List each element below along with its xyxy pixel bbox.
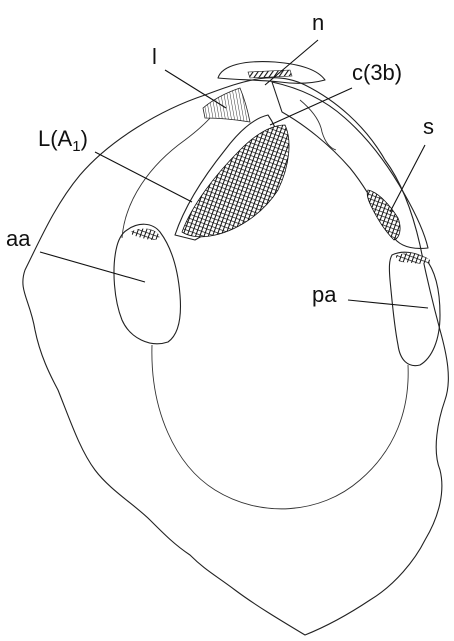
leader-n <box>265 40 318 85</box>
label-pa: pa <box>312 282 337 307</box>
label-n: n <box>312 10 324 35</box>
inner-loop <box>152 345 408 509</box>
posterior-adductor-scar <box>389 252 440 365</box>
notch-hatch <box>248 70 292 78</box>
slit-s <box>367 190 400 240</box>
label-s: s <box>423 114 434 139</box>
label-la1: L(A1) <box>38 126 88 155</box>
leader-c3b <box>270 88 352 125</box>
leader-l <box>165 70 226 108</box>
label-l: l <box>152 44 157 69</box>
label-aa: aa <box>6 226 31 251</box>
label-la1-close: ) <box>81 126 88 151</box>
wavy-process <box>300 100 336 150</box>
pa-shade <box>395 253 432 264</box>
right-arm <box>272 82 428 248</box>
anterior-adductor-scar <box>114 224 181 344</box>
aa-shade <box>130 229 160 240</box>
label-la1-main: L(A <box>38 126 73 151</box>
leader-pa <box>348 300 428 308</box>
label-la1-sub: 1 <box>72 138 80 155</box>
label-c3b: c(3b) <box>352 60 402 85</box>
leader-aa <box>40 252 145 282</box>
muscle-scar <box>182 125 289 237</box>
leader-la1 <box>95 152 192 202</box>
